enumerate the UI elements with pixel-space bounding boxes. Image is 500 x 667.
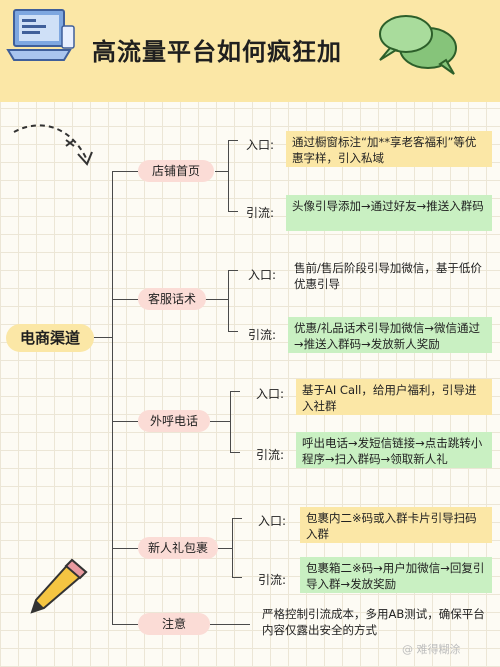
connector bbox=[112, 624, 138, 625]
entry-label: 入口: bbox=[246, 138, 275, 152]
flow-text: 优惠/礼品话术引导加微信→微信通过→推送入群码→发放新人奖励 bbox=[288, 317, 492, 353]
bracket bbox=[230, 391, 240, 392]
dashed-arrow-icon bbox=[13, 124, 93, 166]
bracket bbox=[228, 140, 229, 212]
bracket bbox=[210, 421, 230, 422]
entry-label: 入口: bbox=[248, 268, 277, 282]
note-node: 注意 bbox=[138, 613, 210, 635]
page-title: 高流量平台如何疯狂加 bbox=[92, 38, 342, 66]
flow-label: 引流: bbox=[246, 206, 275, 220]
flow-label: 引流: bbox=[248, 328, 277, 342]
entry-text: 包裹内二※码或入群卡片引导扫码入群 bbox=[300, 507, 492, 543]
entry-text: 基于AI Call，给用户福利，引导进入社群 bbox=[296, 379, 492, 415]
entry-label: 入口: bbox=[258, 514, 287, 528]
flow-label: 引流: bbox=[258, 573, 287, 587]
bracket bbox=[218, 548, 232, 549]
flow-text: 呼出电话→发短信链接→点击跳转小程序→扫入群码→领取新人礼 bbox=[296, 432, 492, 468]
entry-label: 入口: bbox=[256, 387, 285, 401]
branch-node: 客服话术 bbox=[138, 288, 206, 310]
connector bbox=[112, 421, 138, 422]
flow-label: 引流: bbox=[256, 448, 285, 462]
watermark: @ 难得糊涂 bbox=[402, 643, 461, 656]
main-spine bbox=[112, 171, 113, 624]
flow-text: 头像引导添加→通过好友→推送入群码 bbox=[286, 195, 492, 231]
entry-text: 通过橱窗标注“加**享老客福利”等优惠字样，引入私域 bbox=[286, 131, 492, 167]
root-node: 电商渠道 bbox=[6, 324, 94, 352]
laptop-icon bbox=[6, 9, 75, 61]
flow-text: 包裹箱二※码→用户加微信→回复引导入群→发放奖励 bbox=[300, 557, 492, 593]
connector bbox=[112, 548, 138, 549]
bracket bbox=[228, 211, 238, 212]
chat-bubbles-icon bbox=[379, 15, 457, 75]
bracket bbox=[228, 140, 238, 141]
branch-node: 新人礼包裹 bbox=[138, 537, 218, 559]
bracket bbox=[228, 270, 229, 332]
bracket bbox=[228, 270, 238, 271]
entry-text: 售前/售后阶段引导加微信，基于低价优惠引导 bbox=[294, 261, 482, 291]
note-text: 严格控制引流成本，多用AB测试，确保平台内容仅露出安全的方式 bbox=[262, 607, 485, 637]
bracket bbox=[232, 518, 233, 578]
bracket bbox=[230, 452, 240, 453]
header-banner: 高流量平台如何疯狂加 bbox=[0, 0, 500, 102]
bracket bbox=[230, 391, 231, 453]
connector bbox=[210, 624, 250, 625]
branch-node: 外呼电话 bbox=[138, 410, 210, 432]
branch-node: 店铺首页 bbox=[138, 160, 214, 182]
bracket bbox=[215, 171, 228, 172]
bracket bbox=[232, 577, 242, 578]
root-connector bbox=[94, 337, 112, 338]
bracket bbox=[232, 518, 242, 519]
bracket bbox=[228, 331, 238, 332]
connector bbox=[112, 171, 138, 172]
pencil-icon bbox=[30, 558, 88, 614]
bracket bbox=[205, 299, 228, 300]
connector bbox=[112, 299, 138, 300]
